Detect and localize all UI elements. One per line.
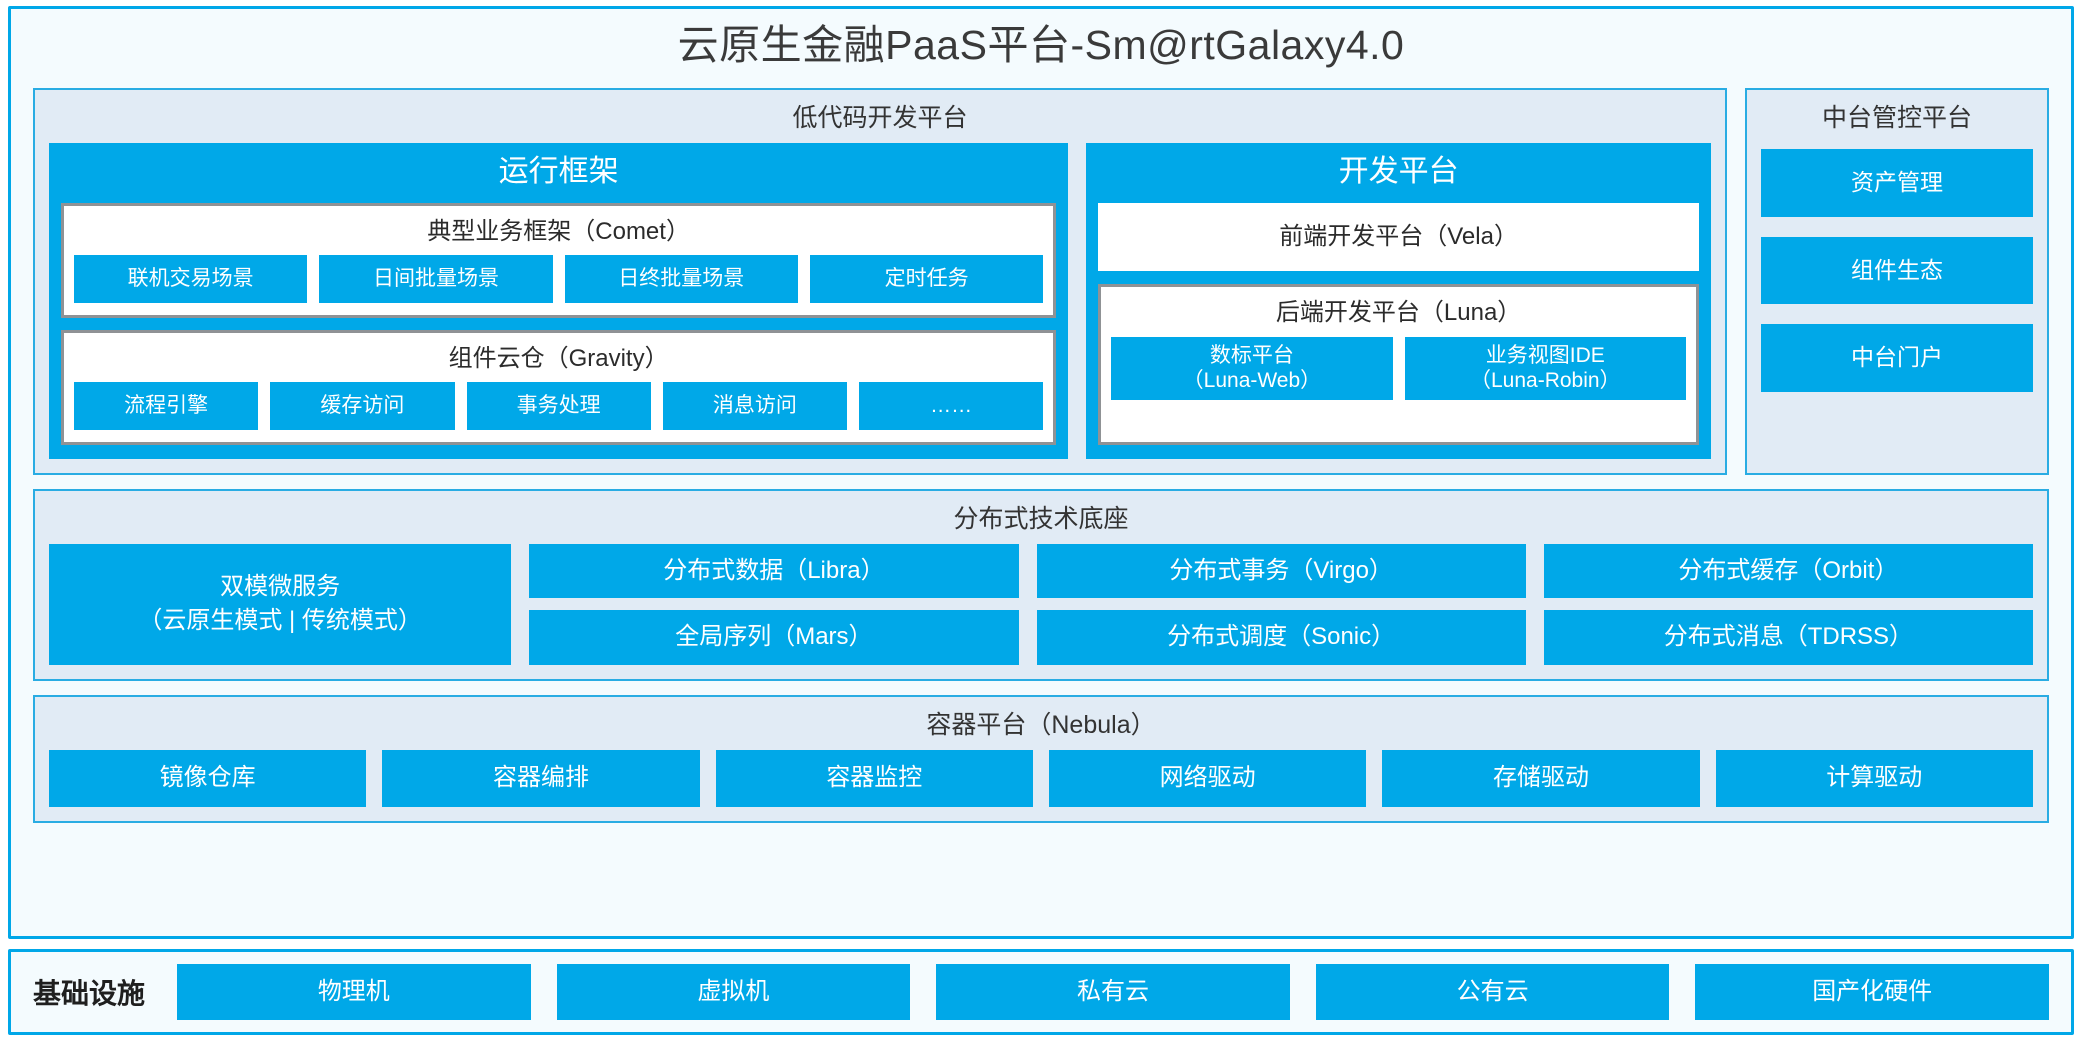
luna-robin-item[interactable]: 业务视图IDE （Luna-Robin） — [1404, 337, 1686, 400]
container-platform-section: 容器平台（Nebula） 镜像仓库 容器编排 容器监控 网络驱动 存储驱动 计算… — [33, 695, 2049, 824]
distributed-column-2: 分布式事务（Virgo） 分布式调度（Sonic） — [1036, 543, 1526, 666]
midoffice-item-component-ecosystem[interactable]: 组件生态 — [1761, 236, 2033, 305]
comet-items: 联机交易场景 日间批量场景 日终批量场景 定时任务 — [74, 255, 1044, 303]
luna-web-item[interactable]: 数标平台 （Luna-Web） — [1111, 337, 1393, 400]
lowcode-platform-section: 低代码开发平台 运行框架 典型业务框架（Comet） 联机交易场景 日间批量场景 — [33, 88, 1727, 475]
luna-items: 数标平台 （Luna-Web） 业务视图IDE （Luna-Robin） — [1111, 337, 1686, 400]
distributed-column-3: 分布式缓存（Orbit） 分布式消息（TDRSS） — [1543, 543, 2034, 666]
page-title: 云原生金融PaaS平台-Sm@rtGalaxy4.0 — [677, 22, 1405, 68]
comet-item[interactable]: 定时任务 — [809, 255, 1044, 303]
midoffice-platform-section: 中台管控平台 资产管理 组件生态 中台门户 — [1745, 88, 2049, 475]
distributed-column-1: 分布式数据（Libra） 全局序列（Mars） — [529, 543, 1019, 666]
gravity-item[interactable]: 消息访问 — [662, 382, 847, 430]
distributed-base-title: 分布式技术底座 — [953, 504, 1129, 533]
distributed-base-body: 双模微服务 （云原生模式 | 传统模式） 分布式数据（Libra） 全局序列（M… — [49, 543, 2034, 666]
container-item-image-registry[interactable]: 镜像仓库 — [49, 750, 367, 808]
row-gap-1 — [33, 475, 2049, 489]
midoffice-items: 资产管理 组件生态 中台门户 — [1761, 143, 2033, 392]
row-lowcode-midoffice: 低代码开发平台 运行框架 典型业务框架（Comet） 联机交易场景 日间批量场景 — [33, 88, 2049, 475]
vela-card[interactable]: 前端开发平台（Vela） — [1098, 202, 1699, 272]
development-platform-title: 开发平台 — [1338, 155, 1459, 189]
dual-mode-line2: （云原生模式 | 传统模式） — [138, 607, 422, 635]
comet-item[interactable]: 日间批量场景 — [319, 255, 553, 303]
infrastructure-item-virtual-machine[interactable]: 虚拟机 — [556, 963, 911, 1021]
luna-robin-line2: （Luna-Robin） — [1470, 369, 1621, 393]
comet-card: 典型业务框架（Comet） 联机交易场景 日间批量场景 日终批量场景 定时任务 — [61, 202, 1057, 318]
container-item-compute-driver[interactable]: 计算驱动 — [1715, 750, 2033, 808]
gravity-card: 组件云仓（Gravity） 流程引擎 缓存访问 事务处理 消息访问 …… — [61, 329, 1057, 445]
runtime-framework-cards: 典型业务框架（Comet） 联机交易场景 日间批量场景 日终批量场景 定时任务 … — [61, 202, 1057, 445]
luna-robin-line1: 业务视图IDE — [1485, 344, 1605, 368]
luna-web-line1: 数标平台 — [1209, 344, 1294, 368]
gravity-item[interactable]: 流程引擎 — [74, 382, 259, 430]
infrastructure-item-private-cloud[interactable]: 私有云 — [936, 963, 1290, 1021]
infrastructure-frame: 基础设施 物理机 虚拟机 私有云 公有云 国产化硬件 — [8, 949, 2074, 1035]
container-item-storage-driver[interactable]: 存储驱动 — [1382, 750, 1700, 808]
development-platform-cards: 前端开发平台（Vela） 后端开发平台（Luna） 数标平台 （Luna-Web… — [1098, 202, 1699, 445]
dual-mode-line1: 双模微服务 — [220, 572, 341, 600]
gravity-item[interactable]: 缓存访问 — [270, 382, 455, 430]
gravity-item[interactable]: 事务处理 — [466, 382, 651, 430]
comet-item[interactable]: 日终批量场景 — [564, 255, 798, 303]
midoffice-platform-title: 中台管控平台 — [1821, 104, 1972, 133]
runtime-framework-title: 运行框架 — [498, 155, 619, 189]
container-item-orchestration[interactable]: 容器编排 — [382, 750, 700, 808]
infrastructure-item-public-cloud[interactable]: 公有云 — [1315, 963, 1670, 1021]
infrastructure-item-physical-machine[interactable]: 物理机 — [177, 963, 531, 1021]
infrastructure-item-domestic-hardware[interactable]: 国产化硬件 — [1695, 963, 2049, 1021]
container-platform-title: 容器平台（Nebula） — [926, 711, 1156, 740]
comet-item[interactable]: 联机交易场景 — [74, 255, 308, 303]
distributed-item-virgo[interactable]: 分布式事务（Virgo） — [1036, 543, 1526, 599]
distributed-item-tdrss[interactable]: 分布式消息（TDRSS） — [1543, 610, 2034, 666]
gravity-items: 流程引擎 缓存访问 事务处理 消息访问 …… — [74, 382, 1044, 430]
container-platform-items: 镜像仓库 容器编排 容器监控 网络驱动 存储驱动 计算驱动 — [49, 750, 2033, 808]
infrastructure-items: 物理机 虚拟机 私有云 公有云 国产化硬件 — [177, 963, 2049, 1021]
distributed-item-libra[interactable]: 分布式数据（Libra） — [529, 543, 1019, 599]
distributed-base-section: 分布式技术底座 双模微服务 （云原生模式 | 传统模式） 分布式数据（Libra… — [33, 488, 2049, 682]
container-item-network-driver[interactable]: 网络驱动 — [1048, 750, 1367, 808]
distributed-item-sonic[interactable]: 分布式调度（Sonic） — [1036, 610, 1526, 666]
container-item-monitoring[interactable]: 容器监控 — [715, 750, 1033, 808]
midoffice-item-asset-management[interactable]: 资产管理 — [1761, 149, 2033, 217]
lowcode-platform-title: 低代码开发平台 — [792, 104, 968, 133]
luna-web-line2: （Luna-Web） — [1182, 369, 1322, 393]
development-platform-panel: 开发平台 前端开发平台（Vela） 后端开发平台（Luna） 数标平台 （Lun… — [1086, 143, 1711, 459]
luna-title: 后端开发平台（Luna） — [1275, 299, 1522, 327]
row-gap-2 — [33, 681, 2049, 695]
infrastructure-label: 基础设施 — [33, 978, 146, 1009]
platform-frame: 云原生金融PaaS平台-Sm@rtGalaxy4.0 低代码开发平台 运行框架 … — [8, 6, 2074, 939]
dual-mode-microservice-wrapper: 双模微服务 （云原生模式 | 传统模式） — [49, 543, 512, 666]
runtime-framework-panel: 运行框架 典型业务框架（Comet） 联机交易场景 日间批量场景 日终批量场景 … — [49, 143, 1069, 459]
gravity-item-more[interactable]: …… — [859, 382, 1044, 430]
midoffice-item-portal[interactable]: 中台门户 — [1761, 324, 2033, 392]
gravity-title: 组件云仓（Gravity） — [448, 344, 669, 372]
dual-mode-microservice-item[interactable]: 双模微服务 （云原生模式 | 传统模式） — [49, 543, 512, 666]
distributed-item-orbit[interactable]: 分布式缓存（Orbit） — [1543, 543, 2034, 599]
lowcode-platform-body: 运行框架 典型业务框架（Comet） 联机交易场景 日间批量场景 日终批量场景 … — [49, 143, 1711, 459]
luna-card: 后端开发平台（Luna） 数标平台 （Luna-Web） 业务视图IDE （Lu… — [1098, 284, 1699, 445]
distributed-item-mars[interactable]: 全局序列（Mars） — [529, 610, 1019, 666]
comet-title: 典型业务框架（Comet） — [427, 217, 690, 245]
